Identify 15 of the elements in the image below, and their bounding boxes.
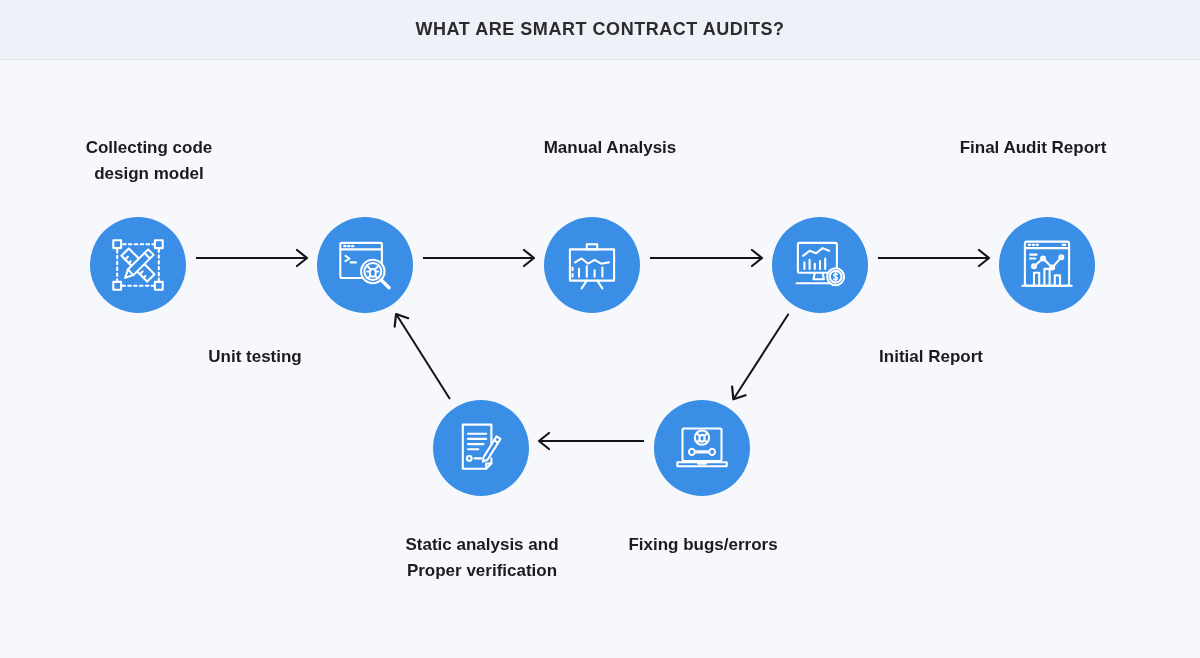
step-label: Initial Report [878, 346, 984, 368]
arrow [537, 431, 645, 451]
arrow [649, 248, 764, 268]
arrow [195, 248, 309, 268]
step-label: Static analysis and Proper verification [404, 534, 560, 582]
step-label: Collecting code design model [84, 137, 214, 185]
arrow [422, 248, 536, 268]
arrow [393, 312, 451, 400]
step-label: Unit testing [207, 346, 303, 368]
step-label: Fixing bugs/errors [627, 534, 779, 556]
arrow [731, 312, 790, 401]
page-title: WHAT ARE SMART CONTRACT AUDITS? [415, 18, 785, 41]
step-label: Final Audit Report [958, 137, 1108, 159]
arrow [877, 248, 991, 268]
step-label: Manual Analysis [542, 137, 678, 159]
